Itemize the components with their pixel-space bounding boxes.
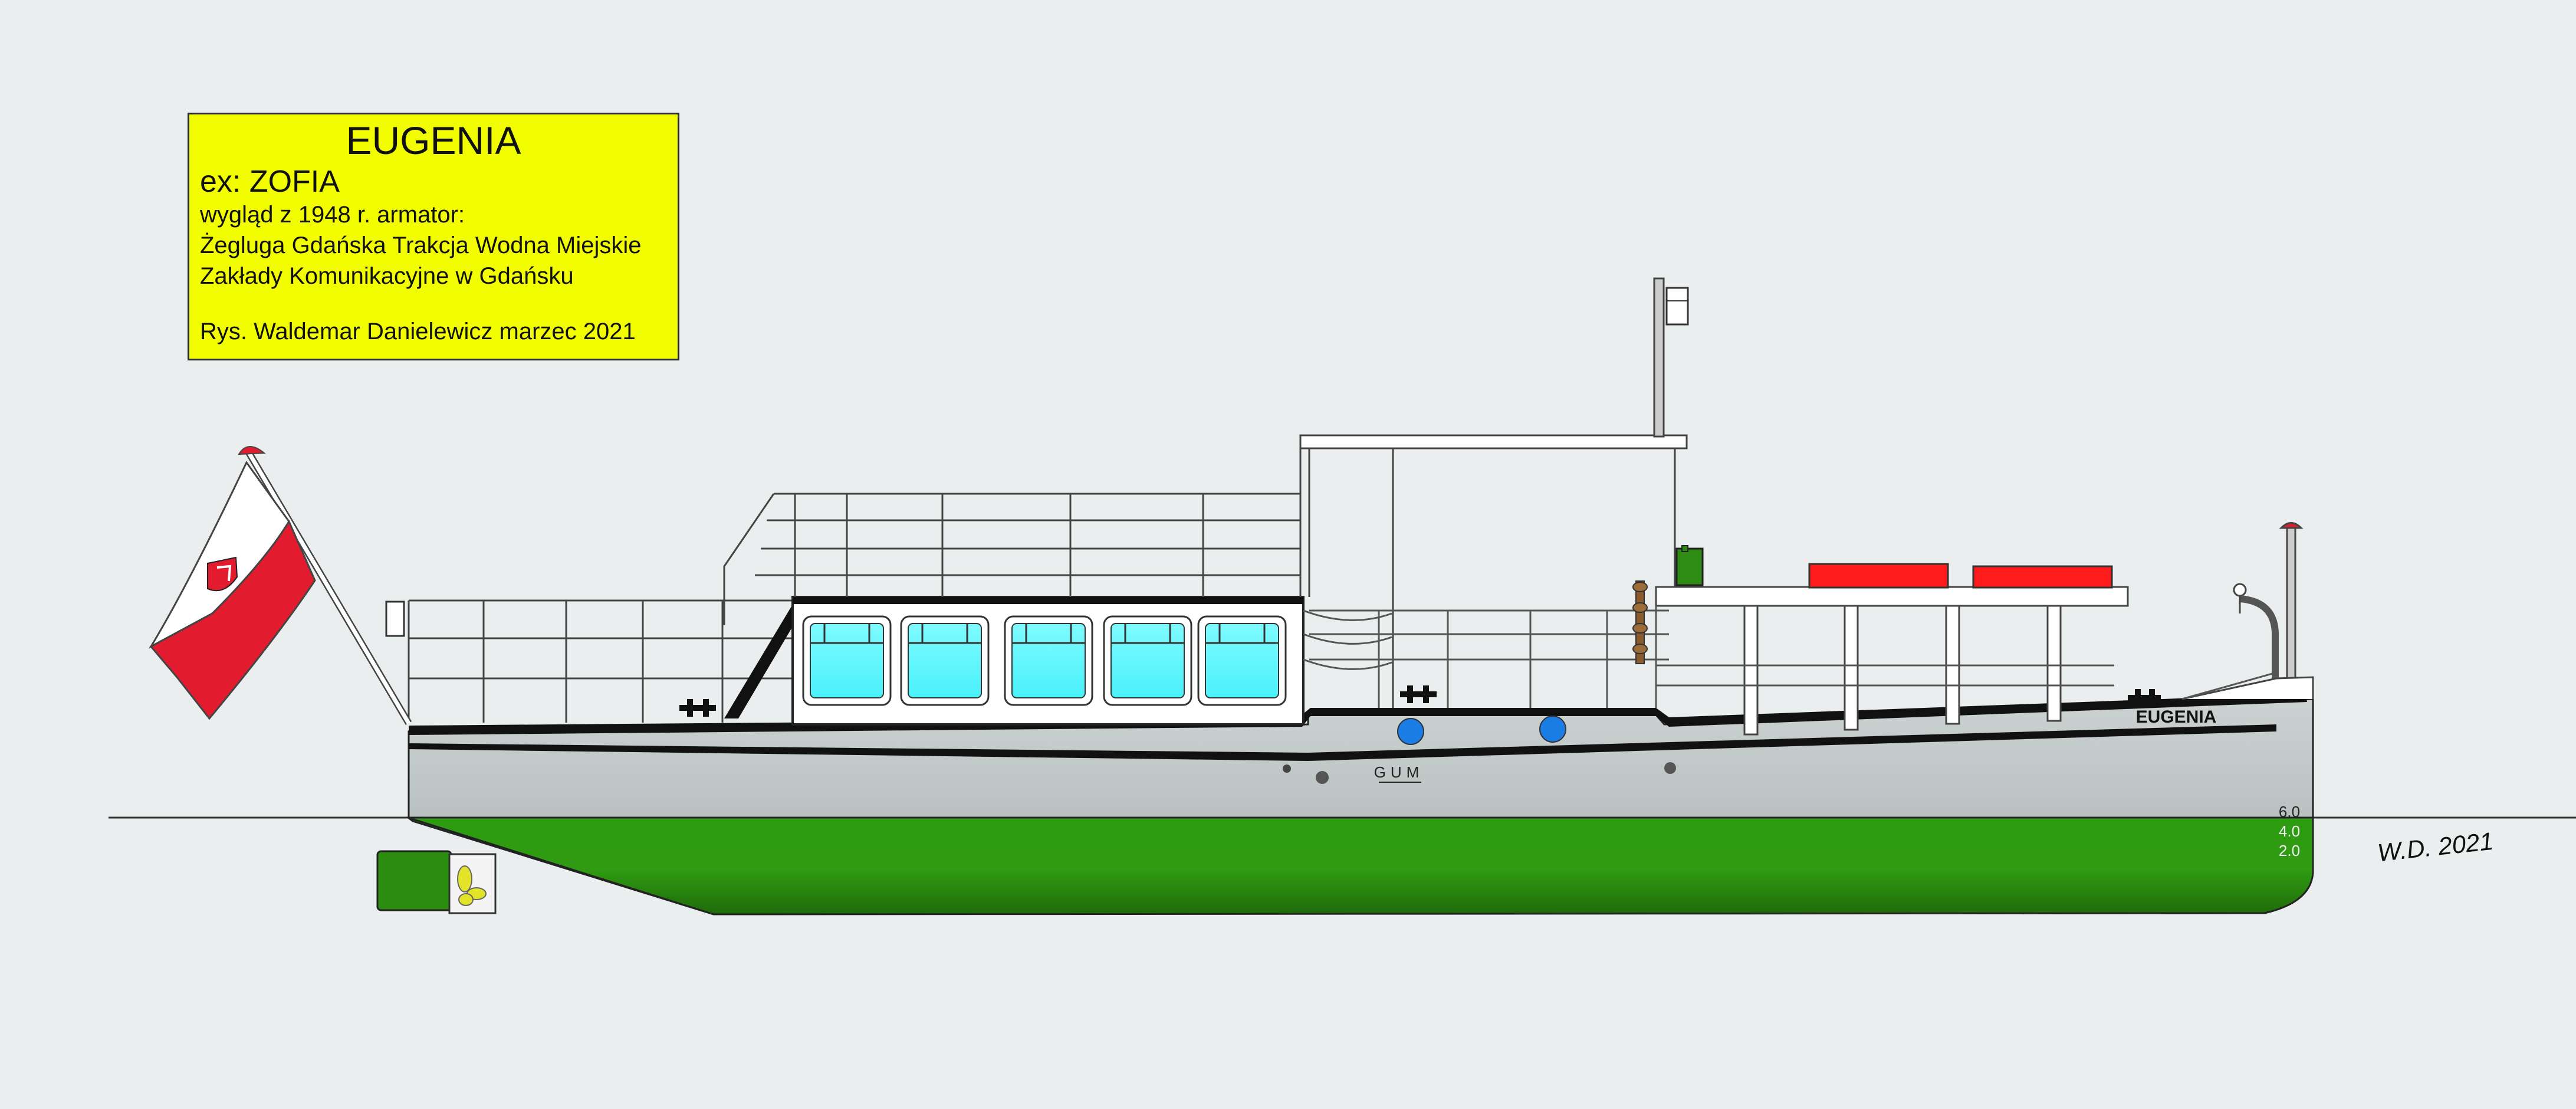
draft-mark-2: 2.0: [2279, 842, 2300, 859]
window: [802, 615, 892, 706]
signature: W.D. 2021: [2376, 827, 2495, 867]
porthole: [1539, 716, 1566, 743]
canopy-railing: [1655, 606, 2114, 708]
bollard-bow: [2128, 689, 2161, 706]
wheelhouse-awning: [1299, 434, 1688, 708]
title-plate: EUGENIA ex: ZOFIA wygląd z 1948 r. armat…: [188, 113, 679, 360]
life-raft: [1972, 565, 2113, 589]
draft-mark-4: 4.0: [2279, 822, 2300, 840]
info-line-3: Zakłady Komunikacyjne w Gdańsku: [200, 263, 574, 289]
saloon-windows: [802, 615, 1287, 706]
bow-name: EUGENIA: [2136, 707, 2217, 727]
canopy-posts: [1743, 605, 2062, 736]
ship-title: EUGENIA: [346, 119, 521, 162]
equipment-box: [1675, 547, 1704, 586]
bow-mast: [2279, 522, 2304, 681]
window: [1103, 615, 1192, 706]
drawing-credit: Rys. Waldemar Danielewicz marzec 2021: [200, 319, 636, 344]
rudder-propeller: [376, 850, 497, 914]
window: [1197, 615, 1287, 706]
upper-deck-railing: [723, 493, 1302, 625]
polish-flag: [148, 461, 316, 720]
deck-stairway: [724, 601, 808, 718]
propeller-blade: [457, 865, 472, 893]
aft-railing: [408, 599, 796, 723]
sheer-stripe: [409, 724, 2276, 761]
window: [1004, 615, 1093, 706]
porthole: [1397, 718, 1424, 745]
signal-mast: [1653, 277, 1689, 438]
forward-canopy: [1655, 586, 2129, 607]
bollard-mid: [1400, 685, 1437, 703]
underwater-hull: [405, 816, 2314, 916]
info-line-1: wygląd z 1948 r. armator:: [200, 202, 465, 228]
mooring-post: [1632, 580, 1648, 664]
info-line-2: Żegluga Gdańska Trakcja Wodna Miejskie: [200, 232, 642, 258]
hull-mark: GUM: [1374, 763, 1424, 781]
draft-mark-6: 6.0: [2279, 803, 2300, 821]
life-raft: [1808, 563, 1949, 589]
window: [900, 615, 990, 706]
bollard-aft: [679, 699, 716, 717]
anchor-davit: [2239, 595, 2279, 684]
former-name: ex: ZOFIA: [200, 165, 340, 199]
foredeck-railing: [1303, 609, 1669, 708]
